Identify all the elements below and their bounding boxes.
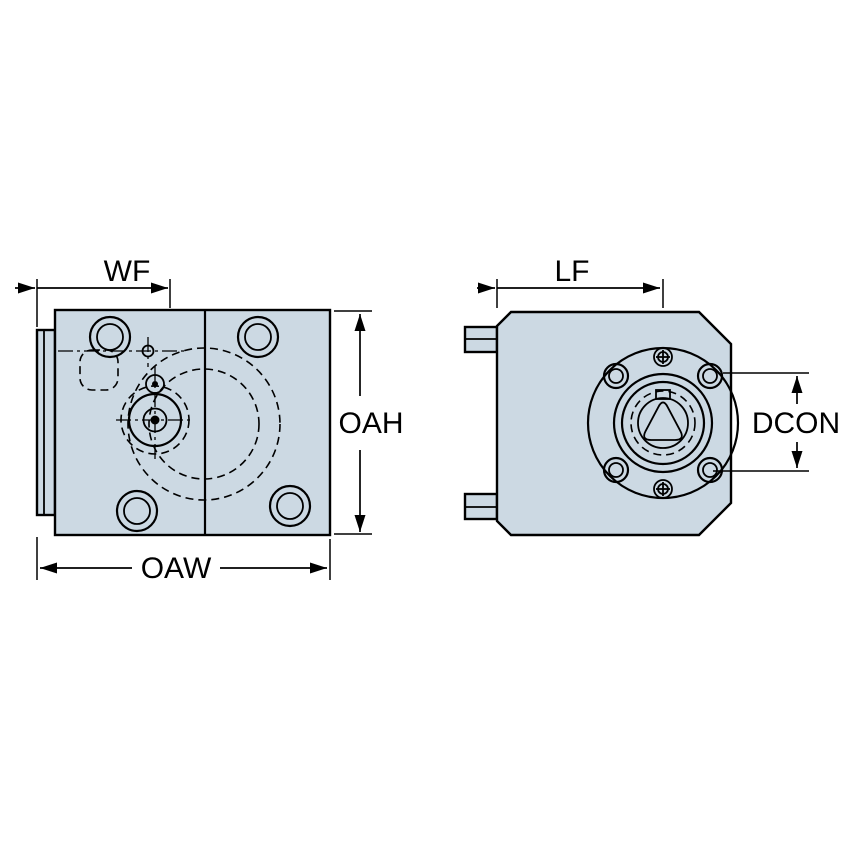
center-mark-circle — [141, 344, 155, 358]
coupling — [612, 372, 714, 474]
hidden-disc-circle — [127, 347, 281, 501]
dimension-label-oah: OAH — [338, 407, 403, 440]
flange-bolt-upper-right — [696, 362, 724, 390]
flange-bolt-lower-left — [602, 456, 630, 484]
hidden-pitch-circle — [148, 368, 260, 480]
flange-bolt-bottom — [653, 479, 673, 499]
dimension-oaw: OAW — [36, 537, 331, 585]
dimension-dcon: DCON — [713, 372, 840, 472]
flange-bolt-lower-right — [696, 456, 724, 484]
front-view — [35, 308, 332, 537]
bolt-hole-top-left — [88, 315, 132, 359]
coupling-polygon — [643, 401, 683, 441]
hidden-slot-outline — [79, 349, 119, 391]
dimension-wf: WF — [15, 255, 171, 327]
bolt-hole-bottom-left — [115, 489, 159, 533]
flange-bolt-upper-left — [602, 362, 630, 390]
side-view — [463, 310, 740, 537]
coupling-keyway — [655, 389, 671, 400]
dimension-label-oaw: OAW — [141, 552, 212, 585]
hub-center-dot — [150, 415, 160, 425]
center-hub — [127, 374, 183, 448]
dimension-oah: OAH — [334, 310, 404, 535]
front-body — [53, 308, 332, 537]
dimension-label-dcon: DCON — [752, 407, 840, 440]
upper-pin-dot — [152, 381, 158, 387]
dimension-label-lf: LF — [554, 255, 589, 288]
dimension-label-wf: WF — [104, 255, 151, 288]
flange-bolt-top — [653, 347, 673, 367]
dimension-lf: LF — [477, 255, 664, 308]
front-left-flange — [35, 328, 57, 517]
bolt-hole-bottom-right — [268, 484, 312, 528]
bolt-hole-top-right — [236, 315, 280, 359]
